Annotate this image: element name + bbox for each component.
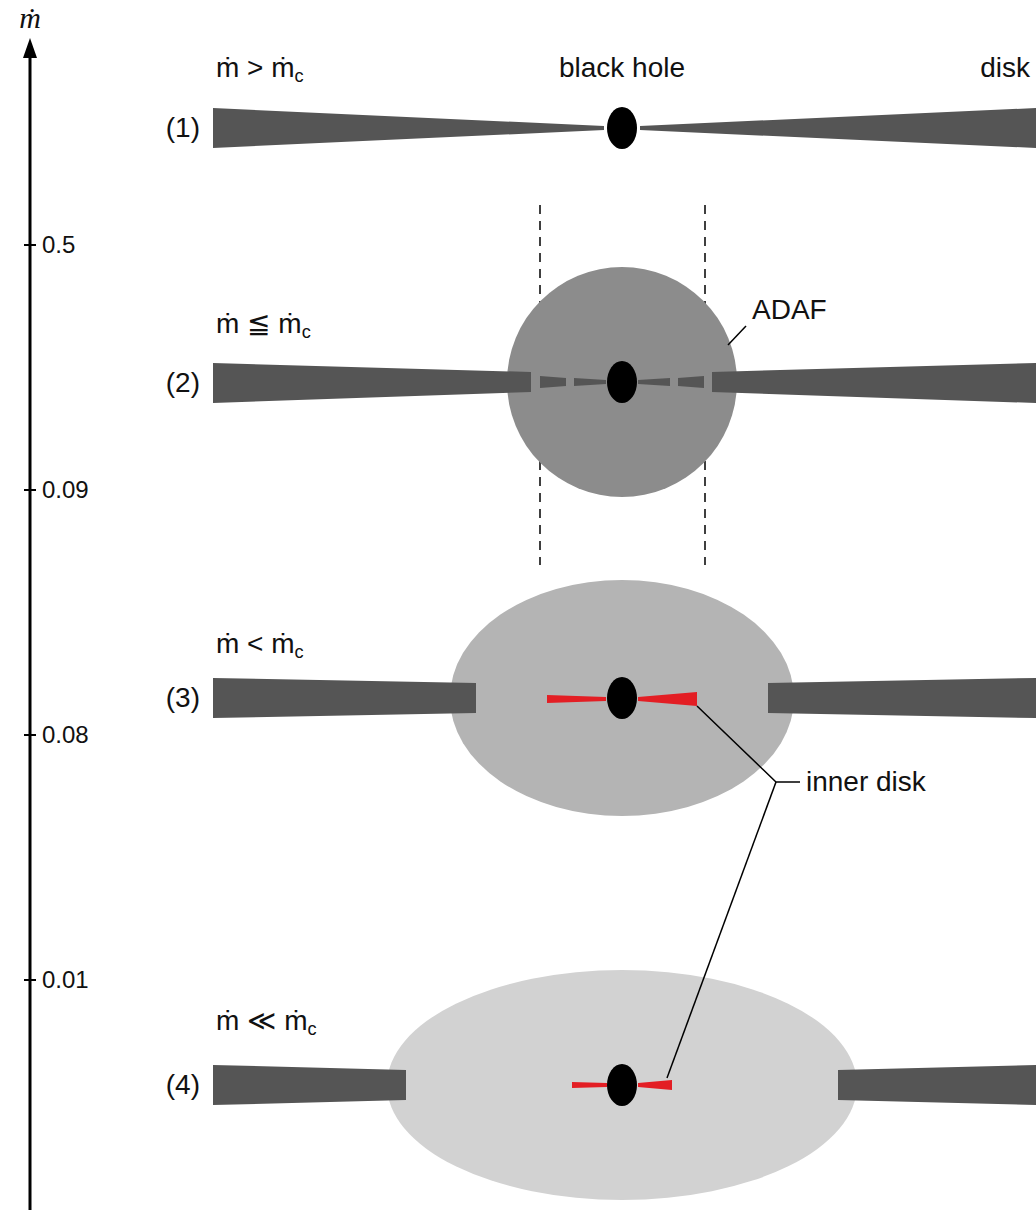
row-4 — [213, 970, 1036, 1200]
row-number: (1) — [166, 112, 200, 144]
regime-label: ṁ < ṁc — [216, 628, 304, 660]
axis-arrowhead — [23, 38, 37, 58]
regime-label: ṁ ≪ ṁc — [216, 1005, 317, 1037]
tick-label: 0.08 — [42, 721, 89, 749]
row-number: (4) — [166, 1069, 200, 1101]
tick-label: 0.01 — [42, 966, 89, 994]
row-2 — [213, 205, 1036, 565]
part-name: black hole — [559, 52, 685, 84]
row-1 — [213, 107, 1036, 149]
adaf-leader — [728, 326, 746, 345]
mdot-axis — [29, 52, 32, 1210]
part-name: inner disk — [806, 766, 926, 798]
row-3 — [213, 580, 1036, 816]
part-name: disk — [980, 52, 1030, 84]
inner-disk-leaders — [667, 706, 800, 1078]
regime-label: ṁ > ṁc — [216, 52, 304, 84]
part-name: ADAF — [752, 294, 827, 326]
axis-label: ṁ — [19, 2, 41, 34]
tick-label: 0.09 — [42, 476, 89, 504]
row-number: (3) — [166, 682, 200, 714]
tick-label: 0.5 — [42, 231, 75, 259]
regime-label: ṁ ≦ ṁc — [216, 308, 311, 340]
row-number: (2) — [166, 367, 200, 399]
axis-ticks — [24, 245, 36, 980]
